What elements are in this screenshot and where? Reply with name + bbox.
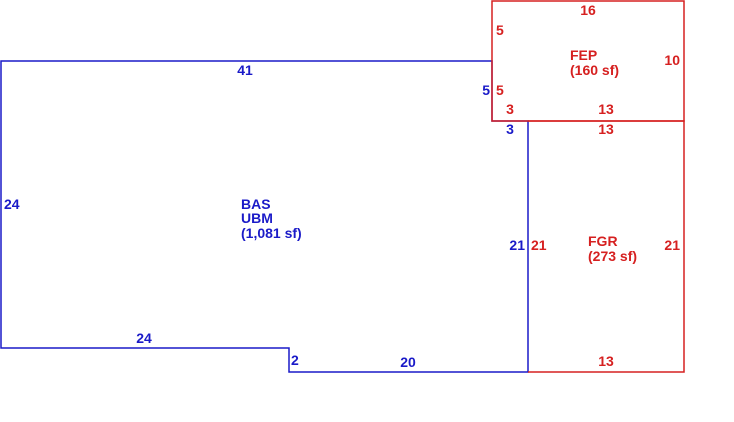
fgr-dim-top: 13: [598, 121, 614, 137]
bas-dim-bottom-right: 20: [400, 354, 416, 370]
bas-area: (1,081 sf): [241, 225, 302, 241]
bas-dim-bottom-left: 24: [136, 330, 152, 346]
fep-area: (160 sf): [570, 62, 619, 78]
fgr-dim-right: 21: [664, 237, 680, 253]
fep-dim-top: 16: [580, 2, 596, 18]
fep-dim-left-upper: 5: [496, 22, 504, 38]
bas-code: BAS: [241, 196, 271, 212]
fgr-dim-left: 21: [531, 237, 547, 253]
fep-dim-right: 10: [664, 52, 680, 68]
bas-subcode: UBM: [241, 210, 273, 226]
fgr-dim-bottom: 13: [598, 353, 614, 369]
fgr-outline: [528, 120, 685, 373]
bas-dim-notch: 2: [291, 352, 299, 368]
bas-dim-step-5: 5: [482, 82, 490, 98]
fgr-area: (273 sf): [588, 248, 637, 264]
fep-dim-bottom-left: 3: [506, 101, 514, 117]
fep-dim-bottom-right: 13: [598, 101, 614, 117]
bas-dim-step-3: 3: [506, 121, 514, 137]
bas-dim-right: 21: [509, 237, 525, 253]
bas-dim-left: 24: [4, 196, 20, 212]
bas-dim-top: 41: [237, 62, 253, 78]
fgr-code: FGR: [588, 233, 618, 249]
fep-code: FEP: [570, 47, 597, 63]
fep-dim-left-lower: 5: [496, 82, 504, 98]
